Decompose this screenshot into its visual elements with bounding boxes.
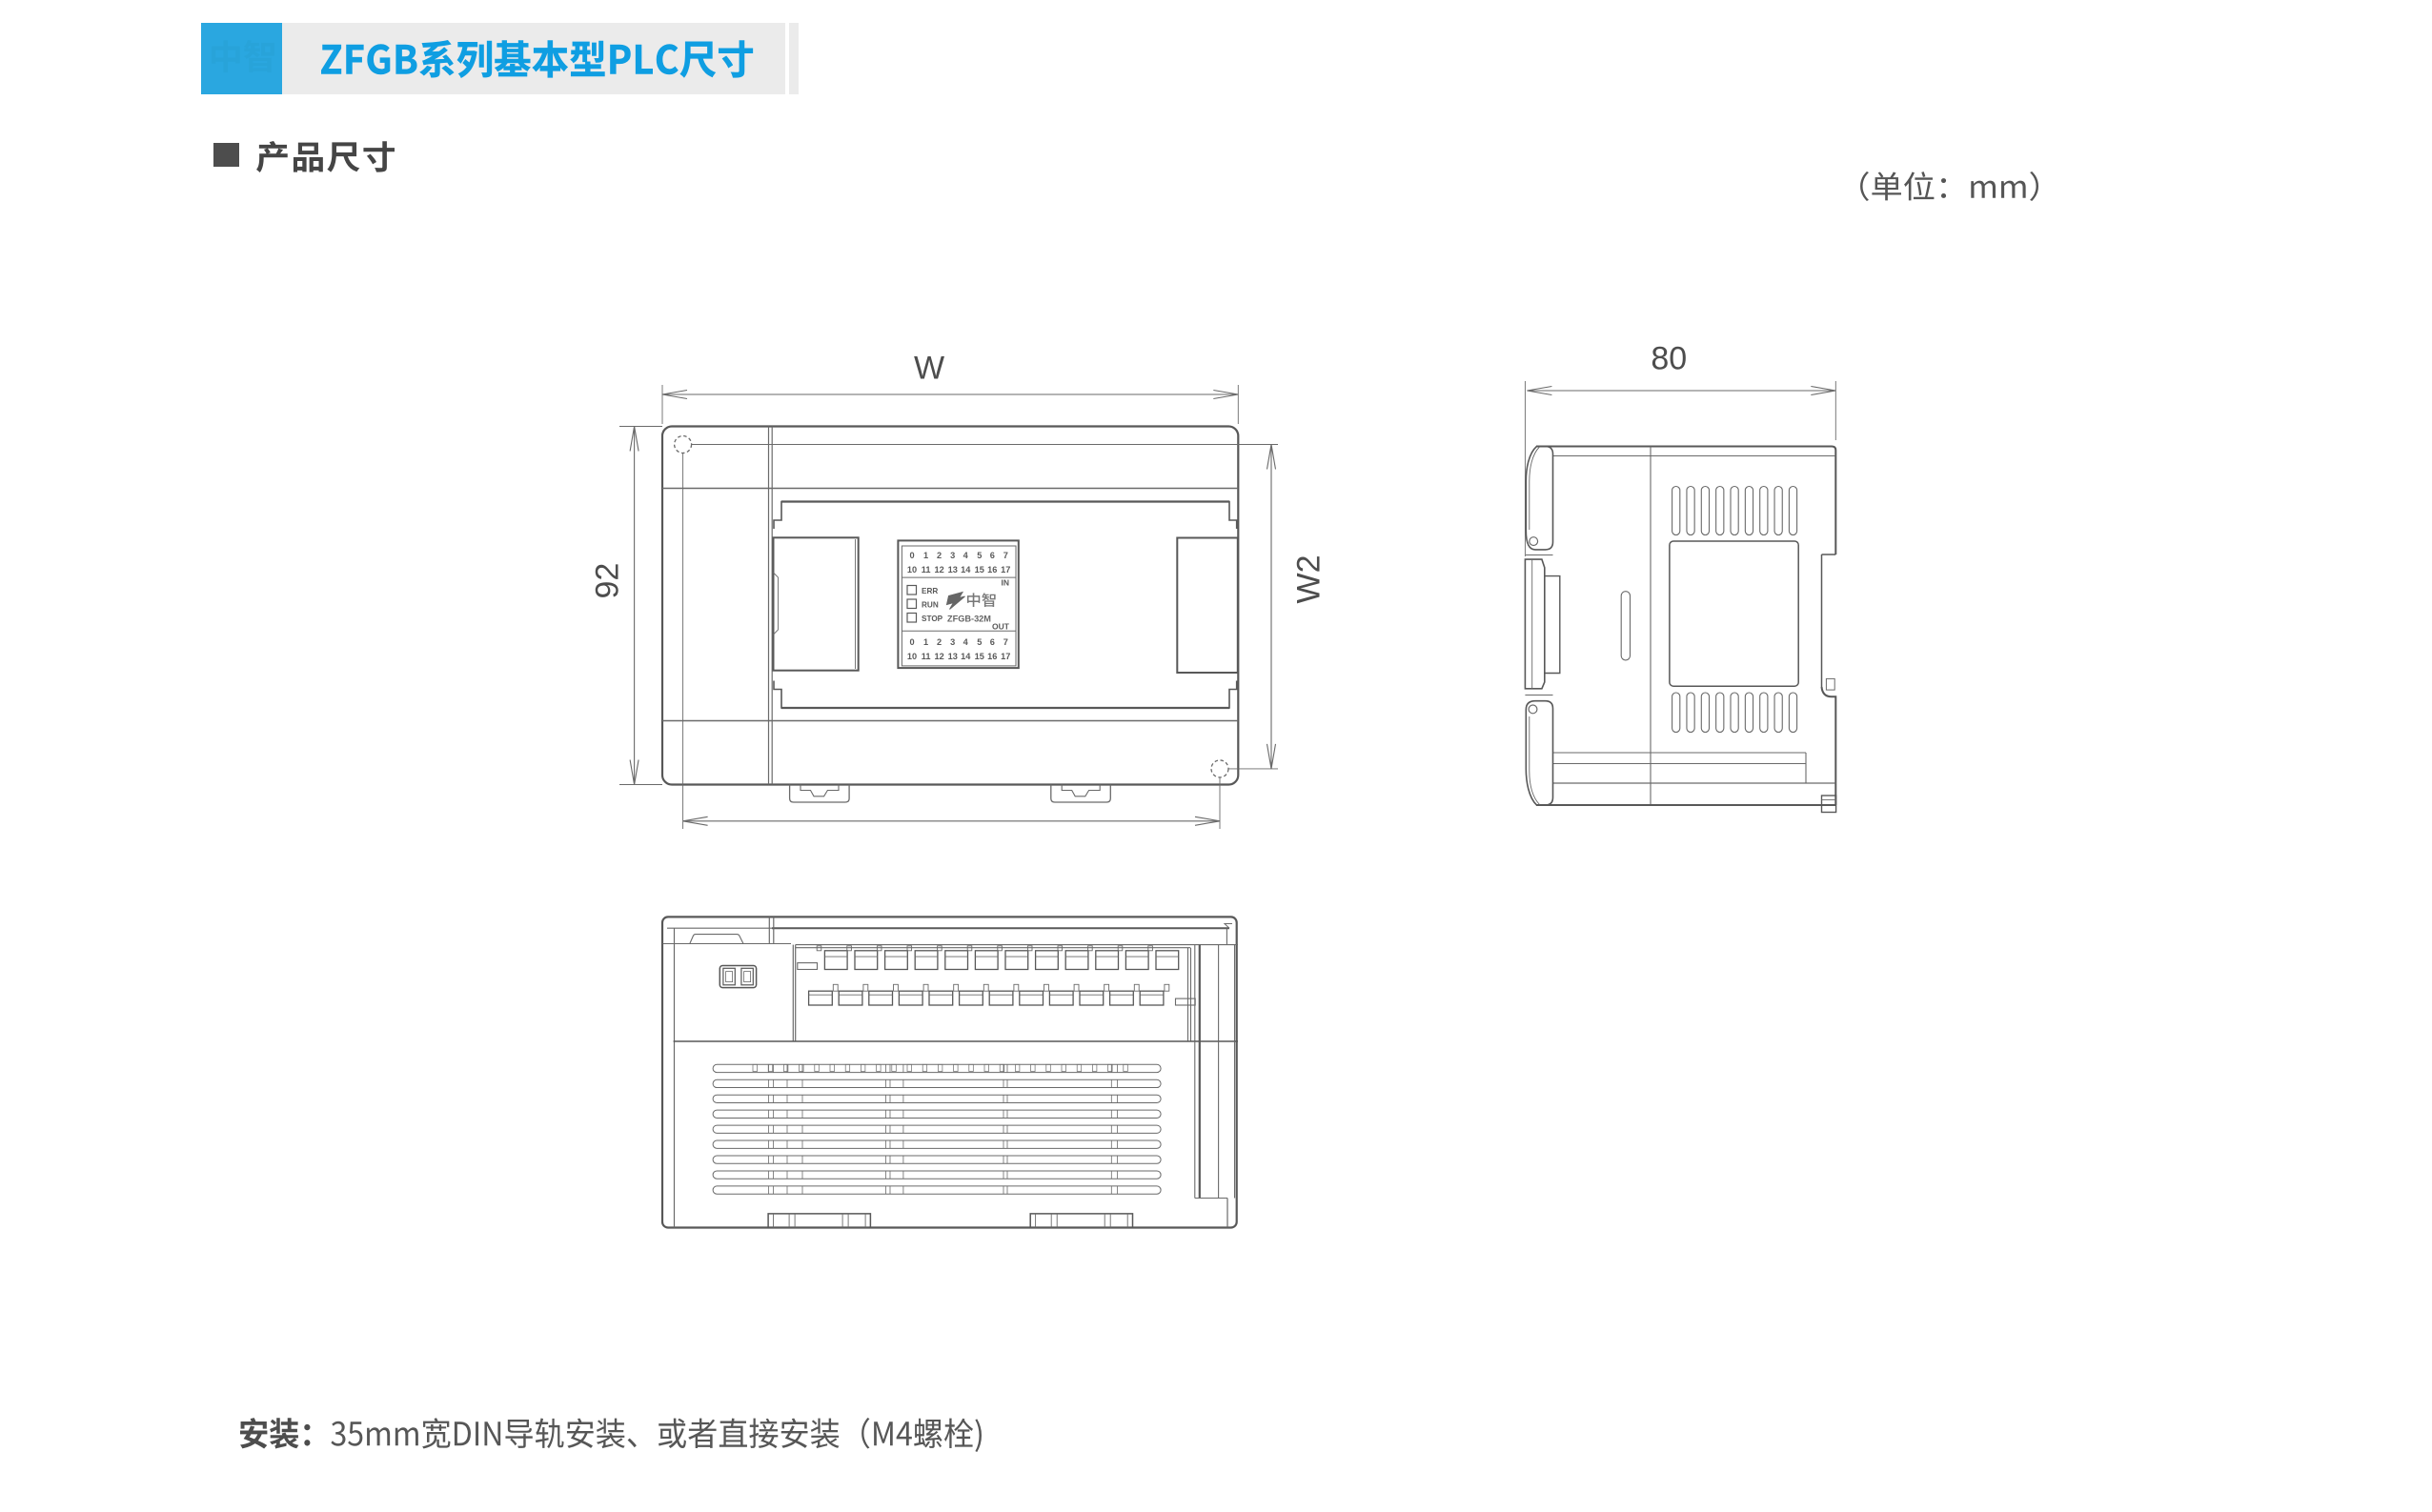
svg-text:15: 15 (975, 652, 984, 661)
svg-text:15: 15 (975, 565, 984, 575)
svg-text:IN: IN (1002, 578, 1010, 588)
svg-text:ERR: ERR (922, 587, 938, 595)
svg-text:14: 14 (961, 565, 971, 575)
svg-text:OUT: OUT (992, 622, 1010, 632)
svg-text:0: 0 (909, 551, 914, 560)
svg-text:12: 12 (934, 652, 943, 661)
svg-text:16: 16 (987, 565, 997, 575)
svg-text:ZFGB-32M: ZFGB-32M (947, 615, 991, 624)
svg-text:3: 3 (950, 551, 955, 560)
svg-text:17: 17 (1001, 565, 1010, 575)
svg-text:2: 2 (937, 637, 942, 647)
svg-text:5: 5 (977, 637, 982, 647)
svg-text:7: 7 (1003, 637, 1008, 647)
svg-text:RUN: RUN (922, 601, 939, 610)
svg-text:1: 1 (923, 637, 928, 647)
svg-text:0: 0 (909, 637, 914, 647)
svg-text:10: 10 (907, 652, 917, 661)
svg-text:5: 5 (977, 551, 982, 560)
svg-text:10: 10 (907, 565, 917, 575)
svg-text:6: 6 (990, 637, 995, 647)
svg-text:1: 1 (923, 551, 928, 560)
svg-text:80: 80 (1651, 341, 1687, 377)
svg-text:17: 17 (1001, 652, 1010, 661)
svg-text:11: 11 (922, 565, 931, 575)
svg-text:13: 13 (948, 565, 958, 575)
svg-text:16: 16 (987, 652, 997, 661)
svg-text:7: 7 (1003, 551, 1008, 560)
svg-text:14: 14 (961, 652, 971, 661)
svg-text:13: 13 (948, 652, 958, 661)
svg-text:STOP: STOP (922, 615, 943, 623)
svg-text:4: 4 (963, 637, 969, 647)
svg-text:11: 11 (922, 652, 931, 661)
svg-text:W2: W2 (1291, 555, 1327, 604)
svg-text:2: 2 (937, 551, 942, 560)
svg-text:92: 92 (589, 563, 625, 599)
svg-text:12: 12 (934, 565, 943, 575)
svg-text:W: W (914, 351, 944, 387)
svg-text:3: 3 (950, 637, 955, 647)
svg-text:4: 4 (963, 551, 969, 560)
svg-text:6: 6 (990, 551, 995, 560)
